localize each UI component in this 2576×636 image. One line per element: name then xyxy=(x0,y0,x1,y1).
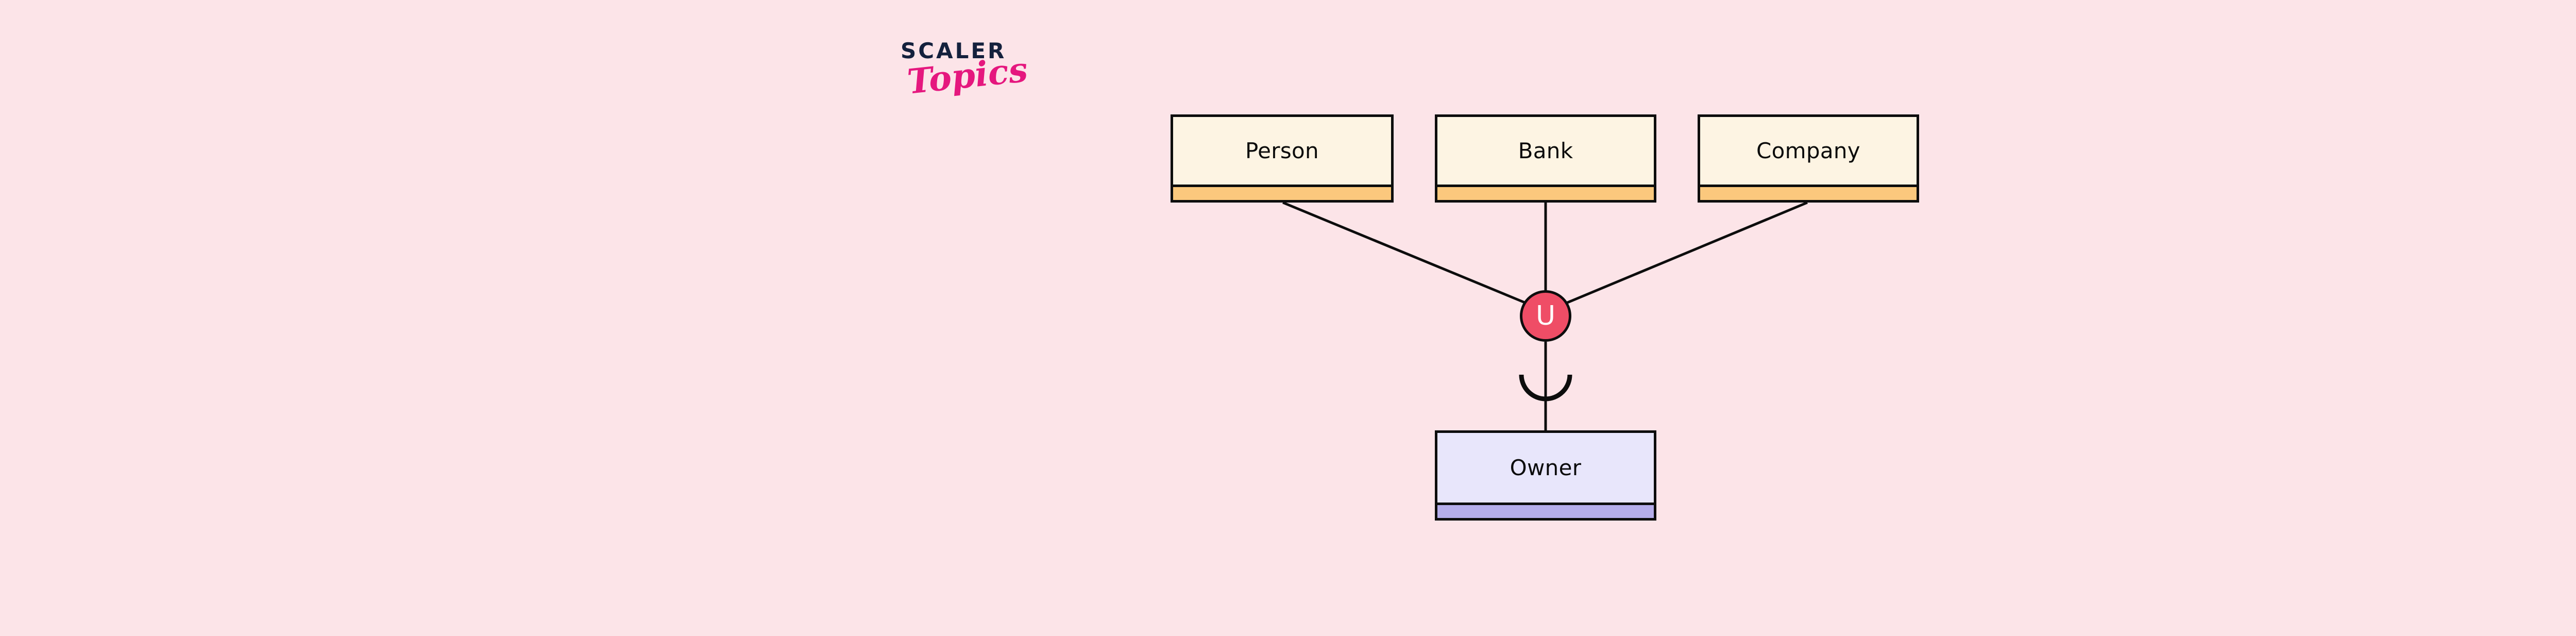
entity-box-person[interactable]: Person xyxy=(1171,114,1394,203)
entity-strip-person xyxy=(1173,185,1391,200)
entity-strip-owner xyxy=(1437,503,1654,518)
entity-strip-bank xyxy=(1437,185,1654,200)
edge-company-to-union xyxy=(1566,201,1808,305)
entity-body-person: Person xyxy=(1173,117,1391,185)
scaler-topics-logo: SCALER Topics xyxy=(901,40,1055,148)
entity-body-bank: Bank xyxy=(1437,117,1654,185)
entity-strip-company xyxy=(1700,185,1917,200)
union-node-circle[interactable]: U xyxy=(1520,290,1571,342)
entity-label-company: Company xyxy=(1756,138,1860,163)
entity-label-owner: Owner xyxy=(1510,455,1582,480)
edge-person-to-union xyxy=(1282,201,1527,305)
entity-box-owner[interactable]: Owner xyxy=(1435,430,1656,521)
entity-body-owner: Owner xyxy=(1437,433,1654,503)
entity-label-bank: Bank xyxy=(1518,138,1573,163)
logo-scaler-wordmark: SCALER xyxy=(901,38,1007,63)
entity-body-company: Company xyxy=(1700,117,1917,185)
entity-box-bank[interactable]: Bank xyxy=(1435,114,1656,203)
entity-label-person: Person xyxy=(1245,138,1319,163)
entity-box-company[interactable]: Company xyxy=(1698,114,1919,203)
subset-arc-symbol xyxy=(1519,374,1572,401)
union-symbol-letter: U xyxy=(1535,300,1556,331)
